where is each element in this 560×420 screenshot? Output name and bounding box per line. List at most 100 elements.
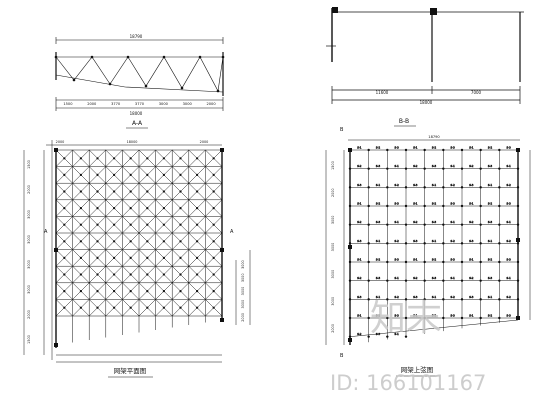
member-label: S-2 [451,183,456,187]
grid-node [79,290,82,293]
chord-node [498,279,501,282]
truss-node [54,55,58,59]
chord-node [442,167,445,170]
grid-node [129,173,132,176]
grid-node [113,273,116,276]
grid-node [113,173,116,176]
chord-node [442,279,445,282]
chord-node [423,223,426,226]
grid-node [79,173,82,176]
dimension-label: 3000 [241,287,245,296]
grid-node [212,190,215,193]
support-column [348,148,352,152]
chord-node [404,204,408,208]
grid-node [96,306,99,309]
member-label: S-1 [469,202,474,206]
chord-node [404,167,408,170]
plan-section-mark-a: A [44,229,48,235]
grid-node [196,256,199,259]
member-label: S-3 [507,314,512,318]
truss-node [180,86,184,90]
dimension-label: 3000 [331,216,335,225]
member-label: S-2 [451,295,456,299]
dimension-label: 2000 [56,140,65,144]
dimension-label: 18000 [127,140,138,144]
grid-node [96,290,99,293]
grid-node [146,306,149,309]
member-label: S-1 [413,258,418,262]
chord-node [386,223,389,226]
member-label: S-3 [469,295,474,299]
dimension-label: 3000 [27,285,31,294]
chord-node [423,242,426,245]
truss-node [90,55,94,59]
grid-node [63,290,66,293]
grid-node [212,223,215,226]
chord-node [460,223,464,226]
member-label: S-2 [432,146,437,150]
section-view-b-b [326,8,524,104]
chord-node [442,204,445,208]
member-label: S-3 [469,183,474,187]
dimension-label: 3000 [331,243,335,252]
member-label: S-2 [488,146,493,150]
member-label: S-1 [376,295,381,299]
member-label: S-1 [357,314,362,318]
grid-node [146,207,149,210]
grid-node [96,223,99,226]
grid-node [179,240,182,243]
chord-node [404,186,408,189]
dimension-label: 3000 [241,300,245,309]
grid-node [79,273,82,276]
member-label: S-2 [357,164,362,168]
chord-node [367,279,370,282]
member-label: S-2 [376,258,381,262]
member-label: S-3 [357,239,362,243]
member-label: S-2 [488,202,493,206]
member-label: S-3 [395,258,400,262]
grid-node [196,273,199,276]
member-label: S-2 [376,314,381,318]
space-frame-plan [54,148,224,348]
chord-node [460,260,464,264]
chord-node [498,204,501,208]
member-label: S-3 [357,183,362,187]
truss-node [221,55,225,59]
truss-node [108,82,112,86]
watermark-brand: 知末 [370,298,442,339]
member-label: S-3 [395,146,400,150]
chord-node [386,260,389,264]
truss-nodes [54,55,225,93]
grid-node [146,190,149,193]
chord-node [423,316,426,320]
member-label: S-2 [395,239,400,243]
chord-node [423,298,426,301]
member-label: S-1 [357,202,362,206]
member-label: S-2 [357,332,362,336]
grid-node [179,207,182,210]
dimension-label: 1500 [27,335,31,344]
plan-section-mark-a2: A [230,229,234,235]
member-label: S-1 [432,239,437,243]
member-label: S-3 [469,239,474,243]
grid-node [162,173,165,176]
member-label: S-2 [469,220,474,224]
dimension-label: 3000 [183,102,193,106]
top-chord-plan: S-1S-2S-3S-1S-2S-3S-1S-2S-3S-1S-2S-2S-3S… [348,145,520,345]
grid-node [96,240,99,243]
chord-node [404,242,408,245]
truss-node [126,55,130,59]
member-label: S-3 [413,183,418,187]
plan-dimension-labels: 1500200030003000300030002000150030003000… [27,140,245,344]
right-plan-title: 网架上弦图 [401,365,434,374]
chord-node [479,316,482,320]
grid-node [212,207,215,210]
dimension-label: 2000 [206,102,216,106]
chord-node [386,186,389,189]
bb-dim-2: 7000 [471,90,482,95]
member-label: S-3 [357,295,362,299]
grid-node [212,273,215,276]
dimension-label: 2000 [27,310,31,319]
grid-node [79,256,82,259]
grid-node [63,306,66,309]
